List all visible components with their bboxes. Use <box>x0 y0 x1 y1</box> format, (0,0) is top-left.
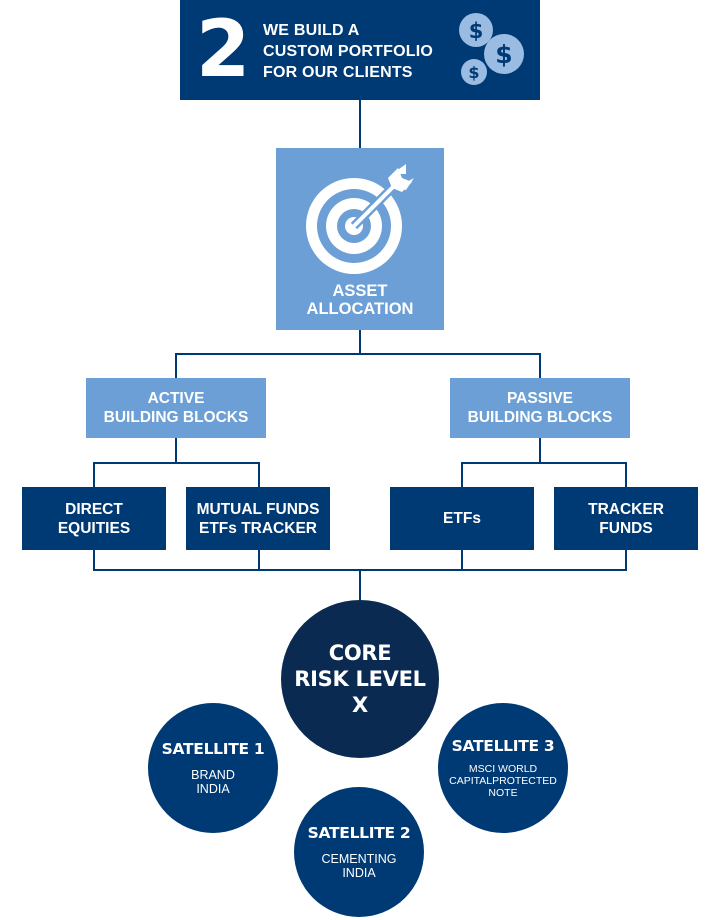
satellite-1-circle: SATELLITE 1 BRAND INDIA <box>148 703 278 833</box>
header-title: WE BUILD A CUSTOM PORTFOLIO FOR OUR CLIE… <box>263 20 433 83</box>
coin-small-top: $ <box>459 13 493 47</box>
mutual-funds-line-2: ETFs TRACKER <box>199 519 317 537</box>
direct-equities-line-1: DIRECT <box>65 500 123 518</box>
passive-building-blocks-box: PASSIVE BUILDING BLOCKS <box>450 378 630 438</box>
header-line-2: CUSTOM PORTFOLIO <box>263 43 434 60</box>
passive-line-1: PASSIVE <box>506 390 574 407</box>
connector-passive-branch <box>461 462 627 464</box>
header-line-1: WE BUILD A <box>263 22 360 39</box>
satellite-2-line-1: CEMENTING <box>321 852 397 866</box>
satellite-3-line-3: NOTE <box>488 787 518 799</box>
satellite-2-subtitle: CEMENTING INDIA <box>322 852 397 880</box>
svg-text:$: $ <box>495 40 512 69</box>
satellite-1-title: SATELLITE 1 <box>161 740 265 758</box>
active-building-blocks-box: ACTIVE BUILDING BLOCKS <box>86 378 266 438</box>
core-line-3: X <box>352 693 368 717</box>
connector-allocation-branch <box>175 353 541 355</box>
asset-allocation-label: ASSET ALLOCATION <box>307 282 414 318</box>
mutual-funds-box: MUTUAL FUNDS ETFs TRACKER <box>186 487 330 550</box>
connector-to-active <box>175 353 177 379</box>
header-line-3: FOR OUR CLIENTS <box>263 64 413 81</box>
satellite-3-title: SATELLITE 3 <box>451 737 555 755</box>
tracker-funds-line-1: TRACKER <box>588 500 664 518</box>
satellite-1-line-1: BRAND <box>191 768 235 782</box>
passive-line-2: BUILDING BLOCKS <box>467 409 613 426</box>
etfs-box: ETFs <box>390 487 534 550</box>
satellite-2-line-2: INDIA <box>342 866 376 880</box>
connector-to-etfs <box>461 462 463 488</box>
header-box: 2 WE BUILD A CUSTOM PORTFOLIO FOR OUR CL… <box>180 0 540 100</box>
direct-equities-line-2: EQUITIES <box>57 519 131 537</box>
mutual-funds-line-1: MUTUAL FUNDS <box>196 500 320 518</box>
satellite-3-line-1: MSCI WORLD <box>468 763 538 775</box>
connector-passive-down <box>539 437 541 463</box>
satellite-3-subtitle: MSCI WORLD CAPITALPROTECTED NOTE <box>449 763 557 799</box>
dollar-coins-icon: $ $ $ <box>459 13 524 85</box>
connector-active-branch <box>93 462 260 464</box>
tracker-funds-box: TRACKER FUNDS <box>554 487 698 550</box>
connector-allocation-down <box>359 330 361 354</box>
connector-to-passive <box>539 353 541 379</box>
connector-to-direct-equities <box>93 462 95 488</box>
satellite-1-line-2: INDIA <box>196 782 230 796</box>
connector-active-down <box>175 437 177 463</box>
asset-allocation-box: ASSET ALLOCATION <box>276 148 444 330</box>
connector-to-tracker-funds <box>625 462 627 488</box>
core-line-1: CORE <box>328 641 392 665</box>
connector-header-to-allocation <box>359 100 361 148</box>
core-circle: CORE RISK LEVEL X <box>281 600 439 758</box>
etfs-line-1: ETFs <box>443 510 481 527</box>
tracker-funds-line-2: FUNDS <box>599 519 653 537</box>
core-label: CORE RISK LEVEL X <box>294 640 426 718</box>
satellite-2-circle: SATELLITE 2 CEMENTING INDIA <box>294 787 424 917</box>
svg-text:$: $ <box>468 63 479 82</box>
target-arrow-icon <box>306 164 414 274</box>
satellite-3-circle: SATELLITE 3 MSCI WORLD CAPITALPROTECTED … <box>438 703 568 833</box>
core-line-2: RISK LEVEL <box>294 667 426 691</box>
satellite-2-title: SATELLITE 2 <box>307 824 411 842</box>
connector-to-mutual-funds <box>258 462 260 488</box>
coin-large: $ <box>484 34 524 74</box>
asset-allocation-line-1: ASSET <box>332 282 388 300</box>
connector-to-core <box>359 569 361 603</box>
satellite-1-subtitle: BRAND INDIA <box>191 768 235 796</box>
connector-leaf-mutual-down <box>258 549 260 571</box>
step-number: 2 <box>196 5 251 95</box>
satellite-3-line-2: CAPITALPROTECTED <box>449 775 557 787</box>
connector-leaf-etfs-down <box>461 549 463 571</box>
coin-small-bottom: $ <box>461 59 487 85</box>
active-line-2: BUILDING BLOCKS <box>103 409 249 426</box>
connector-leaf-tracker-down <box>625 549 627 571</box>
asset-allocation-line-2: ALLOCATION <box>306 300 414 318</box>
svg-text:$: $ <box>469 19 484 43</box>
direct-equities-box: DIRECT EQUITIES <box>22 487 166 550</box>
connector-leaf-direct-down <box>93 549 95 571</box>
active-line-1: ACTIVE <box>147 390 205 407</box>
